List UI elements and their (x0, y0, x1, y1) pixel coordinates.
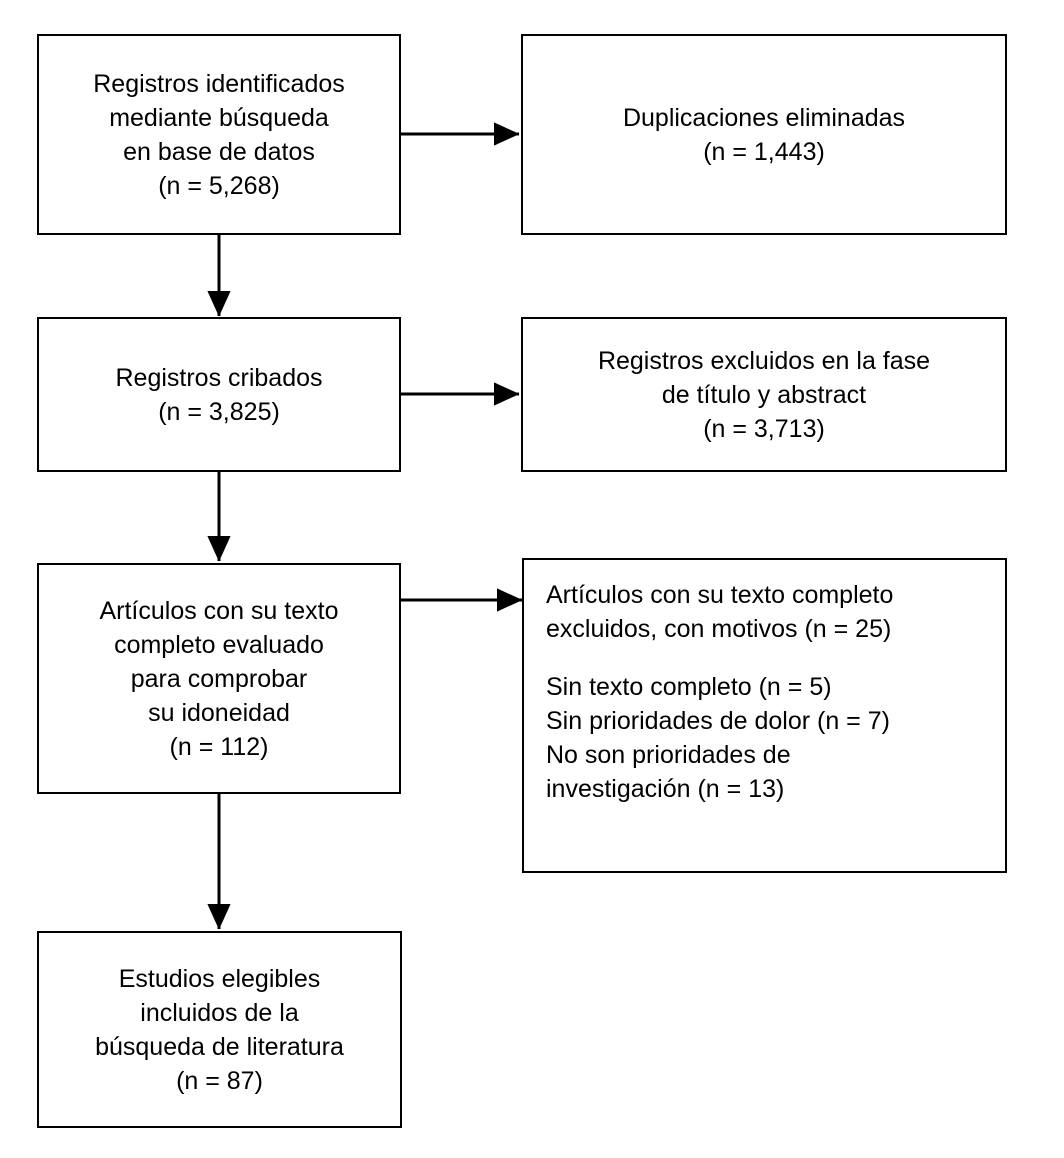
records-excluded-count: (n = 3,713) (703, 414, 825, 443)
records-screened-count: (n = 3,825) (158, 397, 280, 426)
box-records-identified: Registros identificados mediante búsqued… (37, 34, 401, 235)
fulltext-excluded-reason-2: Sin prioridades de dolor (n = 7) (546, 706, 890, 735)
records-identified-line-3: en base de datos (123, 137, 315, 166)
studies-included-line-1: Estudios elegibles (118, 964, 321, 993)
fulltext-assessed-count: (n = 112) (169, 732, 269, 761)
duplicates-removed-count: (n = 1,443) (703, 137, 825, 166)
fulltext-assessed-line-3: para comprobar (130, 664, 308, 693)
fulltext-assessed-line-2: completo evaluado (114, 630, 324, 659)
box-studies-included: Estudios elegibles incluidos de la búsqu… (37, 931, 402, 1128)
box-records-excluded-title-abstract: Registros excluidos en la fase de título… (521, 317, 1007, 472)
fulltext-excluded-reason-3b: investigación (n = 13) (546, 774, 785, 803)
box-records-screened: Registros cribados (n = 3,825) (37, 317, 401, 472)
fulltext-excluded-reason-1: Sin texto completo (n = 5) (546, 672, 832, 701)
records-excluded-line-2: de título y abstract (661, 380, 867, 409)
fulltext-assessed-line-1: Artículos con su texto (99, 596, 339, 625)
records-identified-line-1: Registros identificados (93, 69, 345, 98)
records-excluded-line-1: Registros excluidos en la fase (597, 346, 931, 375)
records-screened-line-1: Registros cribados (115, 363, 323, 392)
studies-included-line-2: incluidos de la (140, 998, 299, 1027)
studies-included-line-3: búsqueda de literatura (95, 1032, 344, 1061)
box-fulltext-excluded-with-reasons: Artículos con su texto completo excluido… (522, 558, 1007, 873)
fulltext-assessed-line-4: su idoneidad (148, 698, 290, 727)
duplicates-removed-line-1: Duplicaciones eliminadas (622, 103, 906, 132)
box-fulltext-assessed: Artículos con su texto completo evaluado… (37, 563, 401, 794)
box-duplicates-removed: Duplicaciones eliminadas (n = 1,443) (521, 34, 1007, 235)
fulltext-excluded-reason-3a: No son prioridades de (546, 740, 791, 769)
fulltext-excluded-total: excluidos, con motivos (n = 25) (546, 615, 892, 643)
records-identified-count: (n = 5,268) (158, 171, 280, 200)
studies-included-count: (n = 87) (176, 1066, 263, 1095)
records-identified-line-2: mediante búsqueda (109, 103, 329, 132)
fulltext-excluded-line-1: Artículos con su texto completo (546, 581, 894, 609)
